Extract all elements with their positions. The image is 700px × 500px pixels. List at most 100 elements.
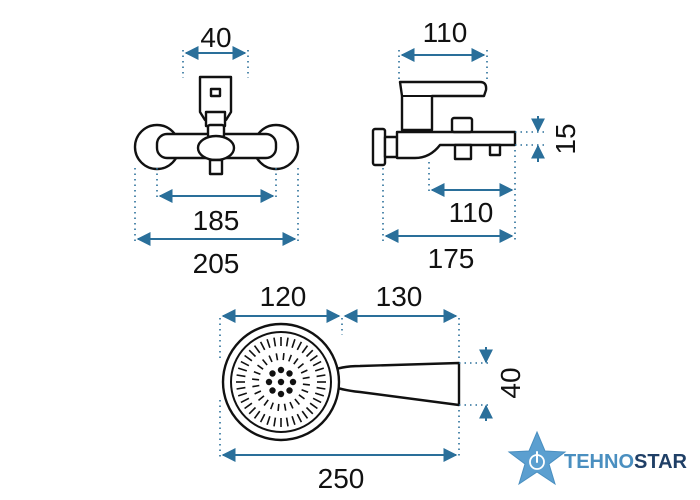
nozzle-dash (293, 358, 299, 365)
nozzle-dash (248, 406, 257, 415)
nozzle-dash (283, 403, 287, 411)
nozzle-dash (236, 386, 246, 390)
nozzle-dash (259, 413, 266, 423)
dim-label-side-height: 15 (550, 123, 581, 154)
nozzle-dash (296, 413, 303, 423)
dim-label-front-top: 40 (200, 22, 231, 53)
nozzle-dash (301, 389, 309, 394)
nozzle-dash (302, 376, 310, 380)
star-power-icon (507, 430, 567, 486)
brand-name-part1: TEHNO (564, 451, 634, 473)
nozzle-dash (244, 402, 253, 410)
dim-label-total: 250 (318, 463, 365, 494)
nozzle-dot (277, 378, 285, 386)
nozzle-dash (316, 386, 326, 390)
diverter-side (450, 116, 474, 134)
nozzle-dash (316, 374, 326, 378)
nozzle-dash (240, 397, 250, 404)
dim-label-front-inner: 185 (193, 205, 240, 236)
nozzle-dash (261, 358, 268, 366)
nozzle-dash (302, 383, 310, 386)
lever-marker (209, 87, 222, 98)
nozzle-dash (257, 395, 265, 402)
dim-label-front-outer: 205 (193, 248, 240, 279)
nozzle-dash (309, 402, 318, 410)
lever-side (398, 80, 488, 132)
hand-shower-view: 120 130 40 250 (219, 281, 526, 494)
nozzle-dash (300, 369, 308, 374)
nozzle-dash (288, 354, 293, 362)
nozzle-dash (237, 392, 248, 397)
nozzle-dash (253, 410, 261, 419)
nozzle-dash (297, 362, 305, 369)
nozzle-dot (277, 390, 285, 398)
nozzle-dash (298, 394, 305, 400)
nozzle-dash (314, 392, 325, 397)
shower-handle (328, 361, 461, 407)
nozzle-dash (266, 338, 271, 349)
shower-outlet (488, 143, 502, 157)
nozzle-dot (277, 366, 285, 374)
nozzle-dash (301, 345, 309, 354)
nozzle-dash (263, 399, 269, 406)
shower-head-rim (230, 331, 332, 433)
connector-nut (383, 135, 399, 159)
nozzle-dash (294, 398, 301, 406)
nozzle-dot (269, 387, 276, 394)
spout-front (196, 134, 236, 162)
nozzle-dot (269, 370, 276, 377)
nozzle-dash (291, 415, 296, 426)
spout-outlet (208, 158, 224, 176)
nozzle-dash (285, 337, 289, 347)
nozzle-dash (291, 338, 296, 349)
brand-logo: TEHNOSTAR (507, 430, 688, 486)
nozzle-dash (266, 415, 271, 426)
nozzle-dash (289, 401, 294, 409)
nozzle-dash (305, 406, 314, 415)
nozzle-dash (236, 374, 246, 378)
nozzle-dash (259, 341, 266, 351)
nozzle-dash (275, 353, 279, 361)
nozzle-dash (309, 354, 318, 362)
dim-label-side-bottom: 110 (449, 197, 494, 228)
nozzle-dash (244, 354, 253, 362)
nozzle-dash (248, 349, 257, 358)
nozzle-dash (273, 337, 277, 347)
brand-name: TEHNOSTAR (564, 451, 688, 473)
shower-nozzles (236, 337, 326, 427)
nozzle-dash (257, 364, 264, 370)
nozzle-dash (240, 360, 250, 367)
nozzle-dash (273, 417, 277, 427)
dim-label-handle: 130 (376, 281, 423, 312)
nozzle-dash (314, 367, 325, 372)
mixer-side-view: 110 15 110 175 (371, 17, 581, 274)
nozzle-dot (286, 370, 293, 377)
nozzle-dash (285, 417, 289, 427)
outlet-side (453, 143, 473, 161)
dim-label-shower-height: 40 (495, 367, 526, 398)
nozzle-dash (282, 353, 285, 361)
wall-connector (371, 127, 387, 167)
nozzle-dash (253, 370, 261, 375)
nozzle-dash (312, 397, 322, 404)
dim-label-side-overall: 175 (428, 243, 475, 274)
dim-label-head: 120 (260, 281, 307, 312)
nozzle-dash (254, 390, 262, 395)
nozzle-dot (265, 378, 273, 386)
nozzle-dash (305, 349, 314, 358)
dim-label-side-top: 110 (423, 17, 468, 48)
nozzle-dot (289, 378, 297, 386)
nozzle-dash (277, 403, 280, 411)
nozzle-dash (296, 341, 303, 351)
nozzle-dash (268, 355, 273, 363)
nozzle-dash (301, 410, 309, 419)
nozzle-dash (269, 402, 274, 410)
nozzle-dash (252, 384, 260, 388)
brand-name-part2: STAR (634, 451, 688, 473)
nozzle-dash (253, 345, 261, 354)
nozzle-dash (312, 360, 322, 367)
mixer-front-view: 40 185 205 (133, 22, 300, 279)
nozzle-dash (252, 378, 260, 381)
nozzle-dash (237, 367, 248, 372)
